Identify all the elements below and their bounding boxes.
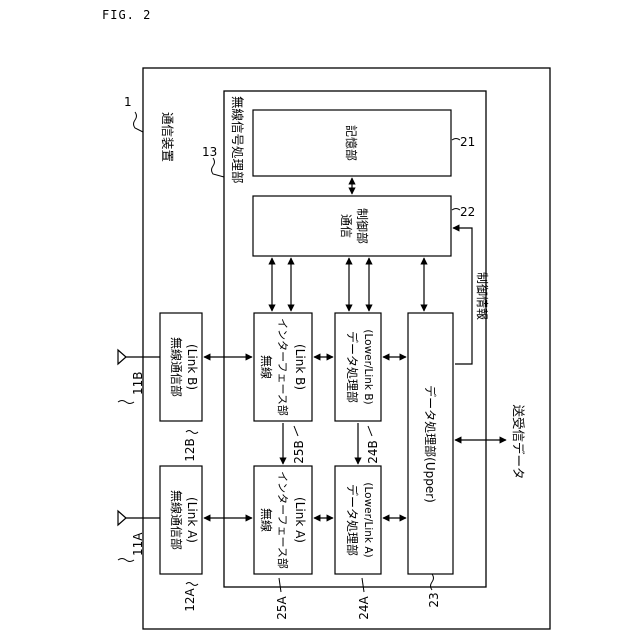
control-info-label: 制御情報: [475, 272, 490, 320]
ref-processor: 13: [202, 145, 217, 159]
leader-21: [452, 139, 460, 141]
ref-22: 22: [460, 205, 475, 219]
radio-a-line2: (Link A): [185, 497, 199, 543]
radio-b-line2: (Link B): [185, 344, 199, 390]
if-a-line2: インターフェース部: [276, 471, 290, 569]
tx-rx-data-label: 送受信データ: [511, 404, 526, 479]
leader-11a: [118, 559, 134, 562]
leader-12a: [186, 583, 198, 586]
leader-24a: [362, 578, 364, 592]
device-title: 通信装置: [160, 112, 175, 162]
antenna-a-icon: [118, 511, 160, 525]
ref-23: 23: [427, 592, 441, 607]
leader-25b: [294, 426, 298, 436]
processor-title: 無線信号処理部: [230, 96, 245, 184]
if-b-line2: インターフェース部: [276, 318, 290, 416]
lower-a-line2: (Lower/Link A): [362, 482, 374, 557]
ref-12b: 12B: [183, 438, 197, 462]
if-b-line3: (Link B): [293, 344, 307, 390]
if-a-line1: 無線: [259, 508, 274, 532]
ref-antenna-b: 11B: [131, 371, 145, 395]
lower-b-line1: データ処理部: [345, 331, 360, 403]
ref-25b: 25B: [292, 440, 306, 464]
ref-21: 21: [460, 135, 475, 149]
if-b-line1: 無線: [259, 355, 274, 379]
upper-label: データ処理部(Upper): [423, 385, 438, 503]
arrow-control-info: [453, 228, 472, 364]
ref-24b: 24B: [366, 440, 380, 464]
leader-1: [134, 112, 144, 132]
if-a-line3: (Link A): [293, 497, 307, 543]
ref-24a: 24A: [357, 595, 371, 619]
storage-label: 記憶部: [344, 125, 359, 161]
leader-12b: [186, 431, 198, 434]
leader-13: [212, 158, 225, 177]
lower-b-line2: (Lower/Link B): [362, 329, 374, 404]
control-label-line1: 通信: [339, 214, 353, 238]
leader-24b: [368, 426, 372, 436]
leader-11b: [118, 401, 134, 404]
radio-a-line1: 無線通信部: [169, 490, 184, 550]
control-label-line2: 制御部: [355, 208, 370, 244]
lower-a-line1: データ処理部: [345, 484, 360, 556]
ref-12a: 12A: [183, 587, 197, 611]
leader-25a: [279, 578, 281, 592]
ref-25a: 25A: [275, 595, 289, 619]
antenna-b-icon: [118, 350, 160, 364]
radio-b-line1: 無線通信部: [169, 337, 184, 397]
ref-antenna-a: 11A: [131, 532, 145, 556]
ref-device: 1: [124, 95, 132, 109]
leader-22: [452, 209, 460, 211]
